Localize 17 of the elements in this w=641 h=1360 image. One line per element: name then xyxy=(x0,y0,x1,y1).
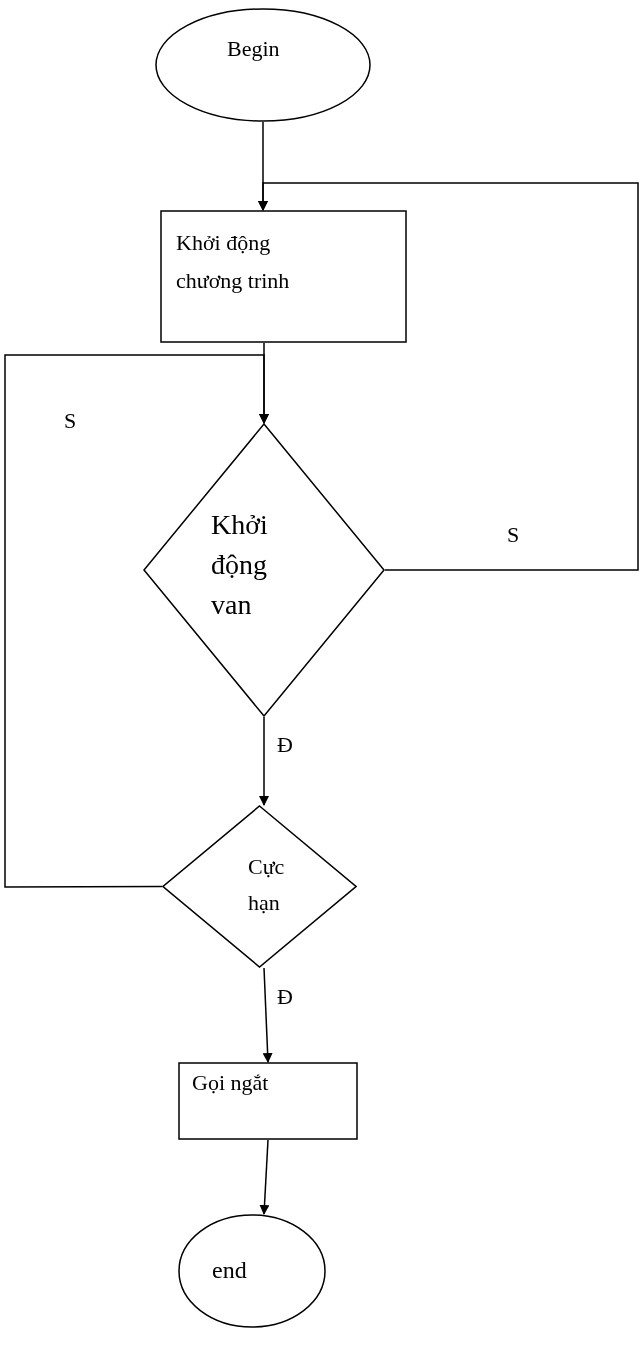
arrow xyxy=(258,182,639,571)
process-box xyxy=(178,1062,358,1140)
end-ellipse xyxy=(178,1214,326,1328)
node-label: Cực hạn xyxy=(248,853,286,917)
node-label: Khởi động van xyxy=(211,508,269,622)
node-label: Gọi ngắt xyxy=(192,1069,269,1097)
arrow xyxy=(259,1139,270,1215)
node-label: Begin xyxy=(227,35,280,63)
arrow xyxy=(259,716,269,806)
decision-diamond xyxy=(162,805,357,968)
node-label: end xyxy=(212,1256,247,1285)
start-ellipse xyxy=(155,8,371,122)
node-label: Khởi động chương trinh xyxy=(176,229,291,295)
arrow xyxy=(262,967,273,1063)
process-box xyxy=(160,210,407,343)
decision-diamond xyxy=(143,423,385,717)
arrow xyxy=(4,354,269,888)
